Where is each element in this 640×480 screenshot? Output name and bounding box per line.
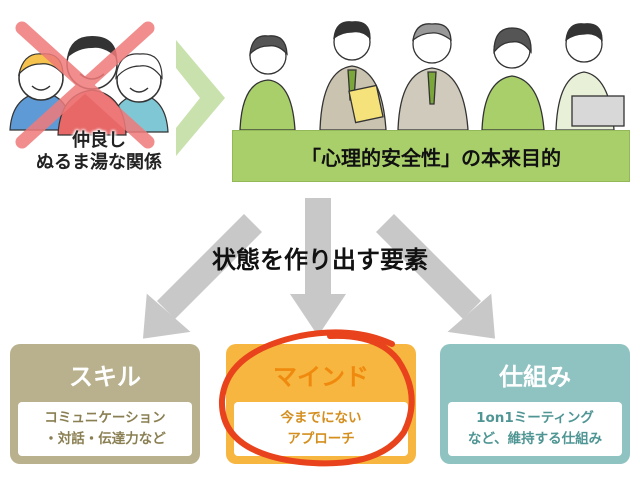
mind-card: マインド 今までにない アプローチ bbox=[226, 344, 416, 464]
skill-card-title: スキル bbox=[69, 362, 141, 391]
chevron-arrow-icon bbox=[176, 40, 225, 156]
mind-card-line1: 今までにない bbox=[280, 410, 362, 426]
business-team-illustration bbox=[239, 21, 625, 131]
structure-card-line2: など、維持する仕組み bbox=[467, 431, 603, 447]
down-arrows-icon bbox=[142, 198, 496, 339]
skill-card-line2: ・対話・伝達力など bbox=[44, 431, 166, 447]
purpose-banner: 「心理的安全性」の本来目的 bbox=[232, 130, 630, 182]
red-cross-icon bbox=[15, 21, 155, 149]
mind-card-line2: アプローチ bbox=[287, 431, 355, 447]
mind-card-title: マインド bbox=[273, 362, 369, 391]
purpose-banner-text: 「心理的安全性」の本来目的 bbox=[301, 145, 561, 170]
skill-card-body: コミュニケーション ・対話・伝達力など bbox=[18, 402, 192, 456]
structure-card: 仕組み 1on1ミーティング など、維持する仕組み bbox=[440, 344, 630, 464]
skill-card: スキル コミュニケーション ・対話・伝達力など bbox=[10, 344, 200, 464]
structure-card-title: 仕組み bbox=[499, 362, 571, 391]
structure-card-body: 1on1ミーティング など、維持する仕組み bbox=[448, 402, 622, 456]
structure-card-line1: 1on1ミーティング bbox=[476, 410, 594, 426]
relationship-label-line2: ぬるま湯な関係 bbox=[36, 152, 162, 173]
skill-card-line1: コミュニケーション bbox=[44, 410, 166, 426]
relationship-label: 仲良し ぬるま湯な関係 bbox=[14, 130, 184, 174]
relationship-label-line1: 仲良し bbox=[72, 130, 126, 151]
elements-heading: 状態を作り出す要素 bbox=[212, 246, 428, 274]
mind-card-body: 今までにない アプローチ bbox=[234, 402, 408, 456]
